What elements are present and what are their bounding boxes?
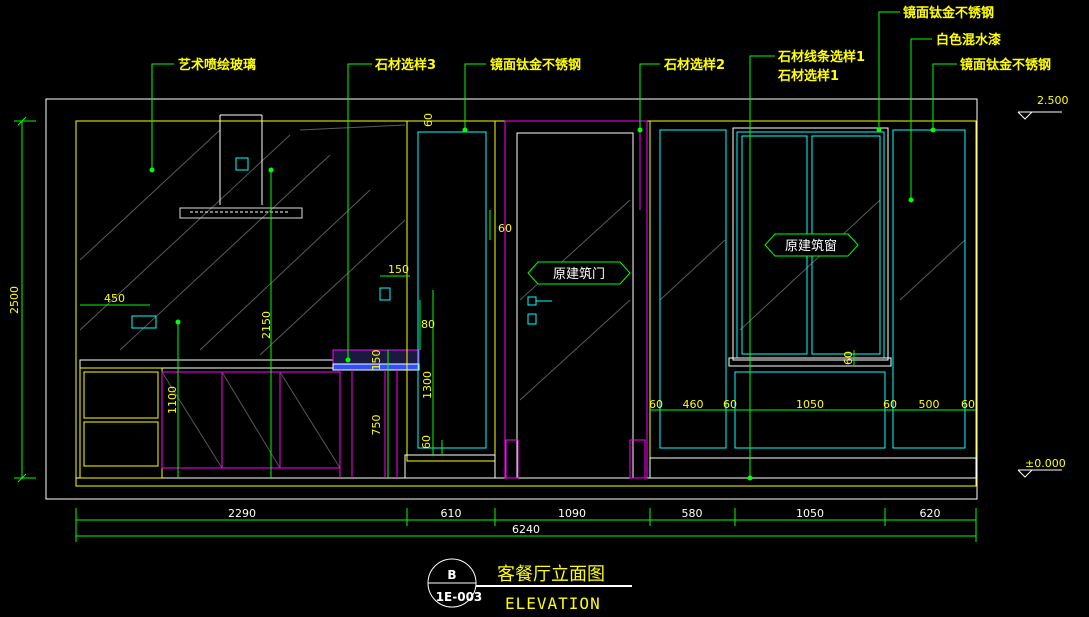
- row-dim: 60: [961, 398, 975, 411]
- dim-outlet-w: 450: [104, 292, 125, 305]
- dim-height-total: 2500: [8, 286, 21, 314]
- bottom-dim: 620: [920, 507, 941, 520]
- callout-leaders: [151, 11, 957, 478]
- callout-stone-line1: 石材线条选样1: [777, 49, 865, 65]
- callout-mirror-ti-1: 镜面钛金不锈钢: [490, 57, 581, 73]
- callout-white-paint: 白色混水漆: [936, 32, 1001, 48]
- stone-sill-edge: [332, 363, 420, 371]
- dim-60-a: 60: [422, 113, 435, 127]
- dim-60-b: 60: [498, 222, 512, 235]
- title-circle-bottom: 1E-003: [436, 590, 483, 604]
- svg-text:原建筑门: 原建筑门: [553, 266, 605, 282]
- dim-750: 750: [370, 415, 383, 436]
- title-circle-top: B: [447, 568, 456, 582]
- callout-mirror-ti-2: 镜面钛金不锈钢: [960, 57, 1051, 73]
- outlet-icon: [379, 287, 391, 301]
- level-bottom: ±0.000: [1025, 457, 1066, 470]
- dim-150-w: 150: [388, 263, 409, 276]
- outlet-icon: [235, 157, 249, 171]
- dim-80: 80: [421, 318, 435, 331]
- dim-hood-h: 2150: [260, 311, 273, 339]
- outlet-icon: [131, 315, 157, 329]
- callout-stone3: 石材选样3: [374, 57, 436, 73]
- svg-text:原建筑窗: 原建筑窗: [785, 238, 837, 254]
- door-handle-icon: [527, 296, 552, 325]
- window: [728, 127, 892, 367]
- kitchen-cabinets: [79, 359, 406, 479]
- dim-60-c: 60: [420, 435, 433, 449]
- title-en: ELEVATION: [505, 594, 601, 613]
- door-tag: 原建筑门: [527, 261, 631, 285]
- dim-counter-h: 1100: [166, 386, 179, 414]
- level-marks: [1017, 111, 1062, 478]
- door: [504, 120, 648, 479]
- level-top: 2.500: [1037, 94, 1069, 107]
- row-dim: 60: [883, 398, 897, 411]
- window-tag: 原建筑窗: [764, 233, 859, 257]
- dim-1300: 1300: [421, 371, 434, 399]
- range-hood: [179, 114, 303, 219]
- callout-art-glass: 艺术喷绘玻璃: [178, 57, 256, 73]
- title-block: [427, 558, 632, 608]
- callout-stone1: 石材选样1: [777, 68, 839, 84]
- glass-hatch: [79, 124, 966, 401]
- row-dim: 1050: [796, 398, 824, 411]
- bottom-dim: 610: [441, 507, 462, 520]
- outer-frame: [45, 98, 978, 500]
- dim-60-win: 60: [842, 351, 855, 365]
- callout-stone2: 石材选样2: [663, 57, 725, 73]
- bottom-dim-total: 6240: [512, 523, 540, 536]
- row-dim: 500: [919, 398, 940, 411]
- row-dim: 60: [649, 398, 663, 411]
- callout-mirror-ti-top: 镜面钛金不锈钢: [903, 5, 994, 21]
- callout-dots: [149, 127, 936, 481]
- row-dim: 60: [723, 398, 737, 411]
- row-dim: 460: [683, 398, 704, 411]
- vertical-dims: [14, 116, 855, 483]
- bottom-dims: [75, 508, 977, 542]
- left-pier: [404, 120, 496, 479]
- title-cn: 客餐厅立面图: [497, 564, 605, 585]
- bottom-dim: 580: [682, 507, 703, 520]
- sill-legs: [339, 370, 398, 478]
- right-panels: [649, 120, 977, 479]
- bottom-dim: 2290: [228, 507, 256, 520]
- bottom-dim: 1050: [796, 507, 824, 520]
- dim-150-h: 150: [370, 350, 383, 371]
- bottom-dim: 1090: [558, 507, 586, 520]
- wall-outline: [75, 120, 977, 487]
